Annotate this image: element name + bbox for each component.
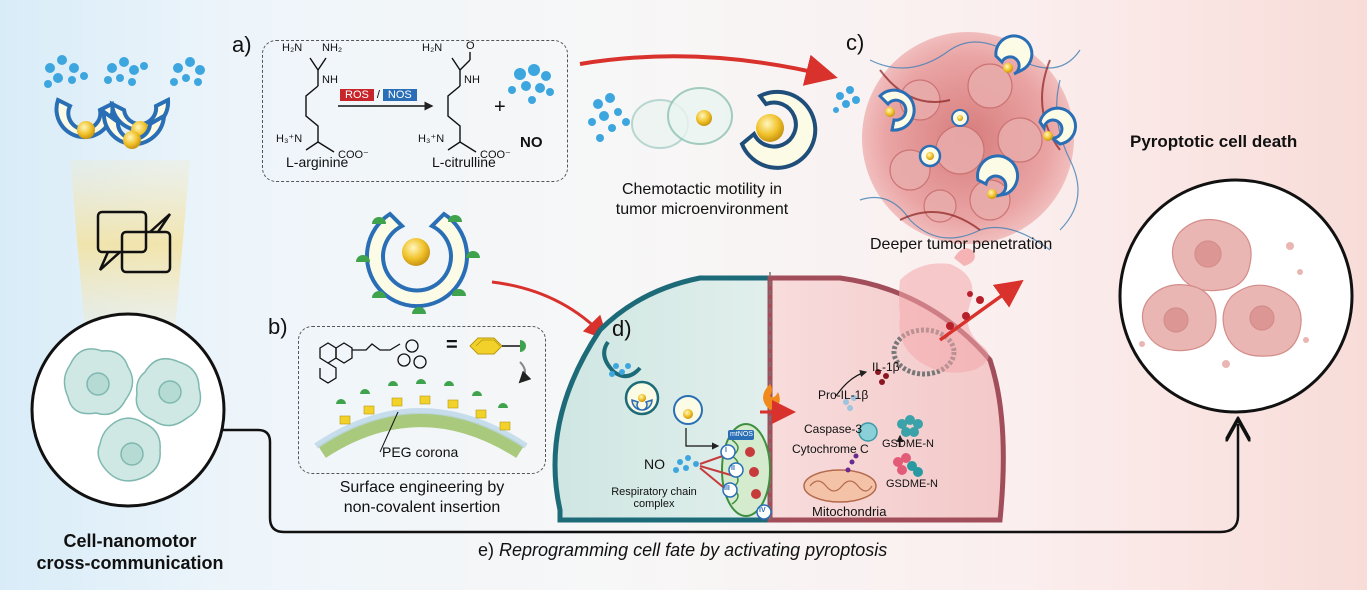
equals-sign: = bbox=[446, 334, 458, 356]
citrulline-structure bbox=[447, 52, 477, 153]
atom-h2n-left: H₂N bbox=[282, 42, 303, 54]
panel-b-caption-line1: Surface engineering by bbox=[339, 479, 505, 496]
arrow-to-cell bbox=[491, 280, 609, 341]
panel-b-label: b) bbox=[268, 314, 288, 339]
atom-nh-left: NH bbox=[322, 74, 338, 86]
engineered-nanomotor bbox=[356, 211, 480, 314]
atom-h3n-left: H₃⁺N bbox=[276, 133, 303, 145]
cytochrome-label: Cytochrome C bbox=[792, 442, 869, 456]
left-caption-line2: cross-communication bbox=[36, 553, 224, 573]
panel-c-label: c) bbox=[846, 30, 865, 55]
no-label-a: NO bbox=[520, 134, 543, 151]
cross-communication-icon bbox=[96, 210, 172, 274]
tumor-cell-section bbox=[552, 248, 1024, 523]
no-cluster-a bbox=[508, 64, 554, 104]
chemotaxis-caption: Chemotactic motility in tumor microenvir… bbox=[604, 180, 800, 220]
resp-line1: Respiratory chain bbox=[611, 486, 697, 498]
enzyme-labels: ROS / NOS bbox=[340, 88, 417, 102]
no-cluster-left bbox=[44, 55, 205, 88]
no-label-d: NO bbox=[644, 456, 665, 472]
chemotaxis-motors bbox=[588, 87, 818, 170]
respiratory-chain-label: Respiratory chain complex bbox=[604, 486, 704, 510]
complex-iii: III bbox=[724, 485, 730, 492]
chemotaxis-line1: Chemotactic motility in bbox=[621, 181, 783, 198]
panel-e-label: e) bbox=[478, 540, 495, 560]
panel-b-caption-line2: non-covalent insertion bbox=[343, 499, 501, 516]
arginine-label: L-arginine bbox=[286, 154, 349, 170]
pyroptotic-cells bbox=[1141, 218, 1302, 357]
panel-d-label: d) bbox=[612, 316, 632, 341]
atom-nh-right: NH bbox=[464, 74, 480, 86]
complex-i: I bbox=[725, 447, 727, 454]
tpp-pyrene-molecule bbox=[319, 339, 427, 384]
panel-b-box bbox=[298, 326, 546, 474]
tumor-motors bbox=[833, 34, 1077, 199]
nanomotor-group-left bbox=[54, 96, 171, 149]
gsdme-bottom-label: GSDME-N bbox=[886, 478, 938, 490]
resp-line2: complex bbox=[633, 498, 675, 510]
tumor-penetration-caption: Deeper tumor penetration bbox=[870, 236, 1053, 253]
enzyme-separator: / bbox=[376, 89, 380, 101]
mitochondria-label: Mitochondria bbox=[812, 504, 887, 519]
il-label: IL-1β bbox=[872, 360, 900, 374]
pathway-arrow-e bbox=[222, 424, 1238, 534]
arginine-structure bbox=[305, 57, 335, 153]
citrulline-label: L-citrulline bbox=[432, 154, 496, 170]
atom-coo-left: COO⁻ bbox=[338, 149, 369, 161]
nos-badge: NOS bbox=[382, 89, 417, 101]
gsdme-top-label: GSDME-N bbox=[882, 438, 934, 450]
atom-coo-right: COO⁻ bbox=[480, 149, 511, 161]
cross-communication-caption: Cell-nanomotor cross-communication bbox=[30, 530, 230, 574]
mtnos-label: mtNOS bbox=[730, 431, 753, 438]
membrane-surface bbox=[314, 379, 528, 458]
atom-o-right: O bbox=[466, 40, 475, 52]
respiratory-complex-badges bbox=[720, 430, 772, 520]
left-caption-line1: Cell-nanomotor bbox=[63, 531, 197, 551]
plus-sign: + bbox=[494, 96, 506, 118]
atom-h2n-right: H₂N bbox=[422, 42, 443, 54]
peg-corona-label: PEG corona bbox=[382, 444, 459, 460]
caspase-label: Caspase-3 bbox=[804, 422, 863, 436]
peg-icon bbox=[469, 337, 532, 384]
pro-il-label: Pro-IL-1β bbox=[818, 388, 869, 402]
arrow-to-tumor bbox=[579, 54, 838, 86]
atom-nh2-left: NH₂ bbox=[322, 42, 343, 54]
cell-debris bbox=[1139, 242, 1309, 368]
ros-badge: ROS bbox=[340, 89, 374, 101]
panel-e-caption: e) Reprogramming cell fate by activating… bbox=[478, 540, 887, 561]
cancer-cells-left bbox=[63, 348, 202, 482]
pyroptosis-title: Pyroptotic cell death bbox=[1130, 132, 1298, 151]
panel-a-box bbox=[262, 40, 568, 182]
communication-beam bbox=[70, 160, 190, 330]
complex-ii: II bbox=[731, 465, 735, 472]
tumor-mass bbox=[859, 32, 1081, 251]
chemotaxis-line2: tumor microenvironment bbox=[615, 201, 789, 218]
panel-e-text: Reprogramming cell fate by activating py… bbox=[499, 540, 888, 560]
complex-iv: IV bbox=[759, 507, 766, 514]
atom-h3n-right: H₃⁺N bbox=[418, 133, 445, 145]
panel-a-label: a) bbox=[232, 32, 252, 57]
panel-b-caption: Surface engineering by non-covalent inse… bbox=[296, 478, 548, 518]
